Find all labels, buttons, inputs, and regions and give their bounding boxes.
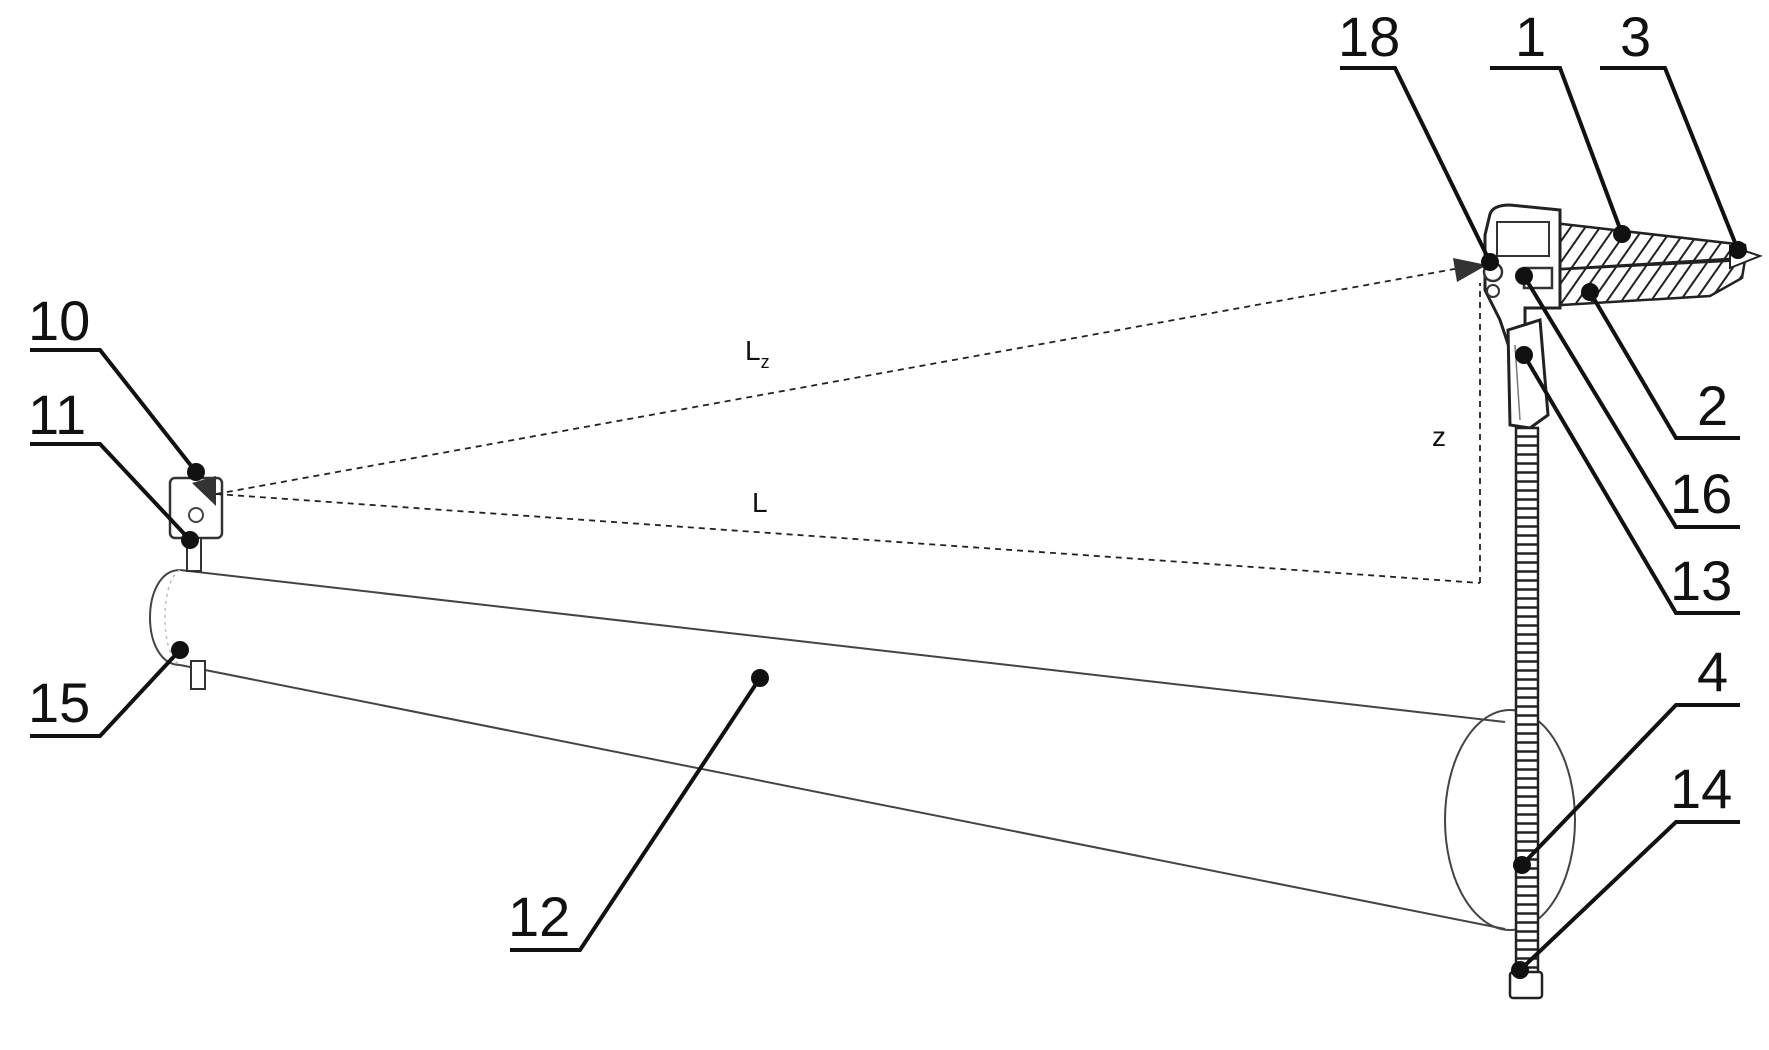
label-4: 4 [1697,640,1728,703]
emitter-triangle [192,476,216,506]
label-13: 13 [1670,549,1732,612]
dimension-lines [215,258,1487,584]
leader-lines [30,66,1740,972]
dimension-labels: Lz L z [745,335,1446,518]
label-2: 2 [1697,374,1728,437]
tube-body [149,569,1576,931]
label-11: 11 [28,383,86,446]
dim-label-lz-sub: z [761,352,770,372]
dim-label-z: z [1432,421,1446,452]
dim-label-l: L [752,487,768,518]
label-1: 1 [1515,5,1546,68]
label-18: 18 [1338,5,1400,68]
sensor-unit [168,476,224,690]
label-3: 3 [1620,5,1651,68]
dim-label-lz: Lz [745,335,770,372]
label-15: 15 [28,671,90,734]
reference-numerals: 10 11 15 12 18 1 3 2 16 13 4 14 [28,5,1732,948]
label-16: 16 [1670,462,1732,525]
label-12: 12 [508,885,570,948]
dim-label-lz-main: L [745,335,761,366]
label-10: 10 [28,289,90,352]
label-14: 14 [1670,757,1732,820]
arrowhead-lz [1453,258,1487,282]
